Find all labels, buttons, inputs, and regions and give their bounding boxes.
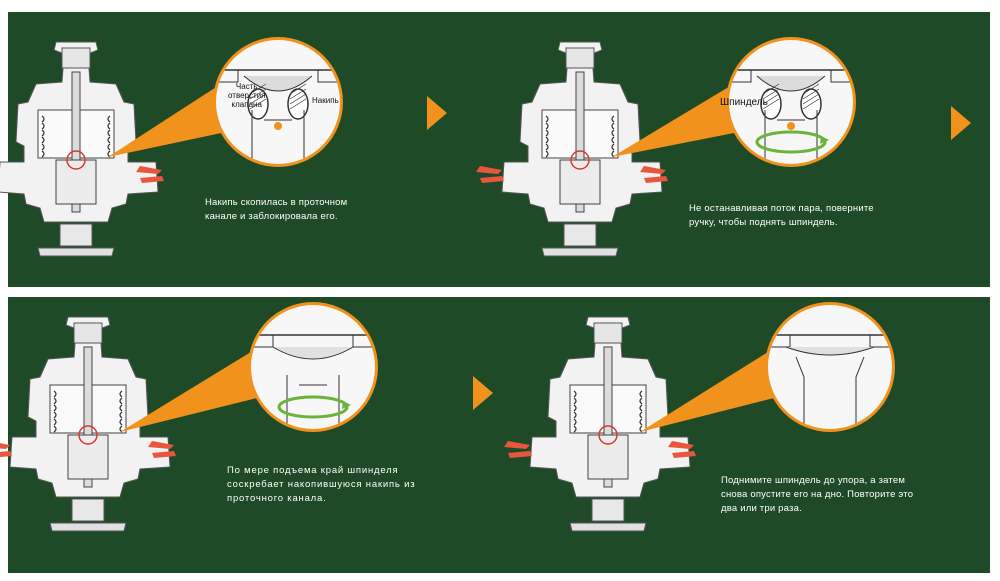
caption-line: два или три раза. bbox=[721, 503, 802, 514]
caption-line: Поднимите шпиндель до упора, а затем bbox=[721, 475, 906, 486]
caption-line: По мере подъема край шпинделя bbox=[227, 465, 399, 476]
flow-arrow-icon bbox=[480, 176, 504, 183]
spindle-label: Шпиндель bbox=[720, 97, 768, 108]
flow-arrow-icon bbox=[672, 451, 696, 458]
step-4: Поднимите шпиндель до упора, а затем сно… bbox=[504, 297, 968, 573]
flow-arrow-icon bbox=[668, 441, 694, 449]
flow-arrow-icon bbox=[140, 176, 164, 183]
step-2: Шпиндель Не останавливая поток пара, пов… bbox=[476, 12, 948, 287]
magnifier-callout-icon bbox=[612, 37, 856, 167]
flow-arrow-icon bbox=[152, 451, 176, 458]
flow-arrow-icon bbox=[644, 176, 668, 183]
orifice-label-line: клапана bbox=[231, 100, 262, 109]
flow-arrow-icon bbox=[640, 166, 666, 174]
orifice-label-line: Часть bbox=[235, 82, 258, 91]
valve-cutaway-icon bbox=[504, 316, 696, 532]
rotation-ring-icon bbox=[755, 130, 827, 154]
step-caption: По мере подъема край шпинделя соскребает… bbox=[227, 464, 415, 506]
valve-cutaway-icon bbox=[0, 41, 164, 257]
valve-cutaway-icon bbox=[0, 316, 176, 532]
orifice-label: Часть отверстия клапана bbox=[228, 82, 265, 109]
step-1: Часть отверстия клапана Накипь Накипь ск… bbox=[0, 12, 428, 287]
zoom-beam bbox=[120, 347, 261, 432]
caption-line: Не останавливая поток пара, поверните bbox=[689, 203, 874, 214]
zoom-beam bbox=[612, 82, 739, 157]
flow-arrow-icon bbox=[0, 451, 12, 458]
panel-top: Часть отверстия клапана Накипь Накипь ск… bbox=[0, 12, 990, 287]
triangle-right-icon bbox=[951, 106, 971, 140]
step-caption: Поднимите шпиндель до упора, а затем сно… bbox=[721, 474, 913, 516]
step-caption: Накипь скопилась в проточном канале и за… bbox=[205, 196, 347, 224]
step-caption: Не останавливая поток пара, поверните ру… bbox=[689, 202, 874, 230]
caption-line: снова опустите его на дно. Повторите это bbox=[721, 489, 914, 500]
flow-arrow-icon bbox=[504, 441, 530, 449]
flow-arrow-icon bbox=[136, 166, 162, 174]
caption-line: проточного канала. bbox=[227, 493, 327, 504]
caption-line: соскребает накопившуюся накипь из bbox=[227, 479, 416, 490]
caption-line: канале и заблокировала его. bbox=[205, 211, 338, 222]
flow-arrow-icon bbox=[508, 451, 532, 458]
orifice-label-line: отверстия bbox=[228, 91, 266, 100]
rotation-ring-icon bbox=[277, 395, 349, 419]
scale-label: Накипь bbox=[312, 96, 339, 105]
flow-arrow-icon bbox=[148, 441, 174, 449]
triangle-right-icon bbox=[427, 96, 447, 130]
flow-arrow-icon bbox=[0, 443, 10, 449]
caption-line: Накипь скопилась в проточном bbox=[205, 197, 348, 208]
zoom-beam bbox=[640, 347, 778, 432]
magnifier-callout-icon bbox=[120, 302, 378, 432]
valve-cutaway-icon bbox=[476, 41, 668, 257]
magnifier-callout-icon bbox=[108, 37, 343, 167]
panel-bottom: По мере подъема край шпинделя соскребает… bbox=[0, 297, 990, 573]
magnifier-callout-icon bbox=[640, 302, 895, 432]
triangle-right-icon bbox=[473, 376, 493, 410]
step-3: По мере подъема край шпинделя соскребает… bbox=[0, 297, 448, 573]
caption-line: ручку, чтобы поднять шпиндель. bbox=[689, 217, 838, 228]
zoom-beam bbox=[108, 82, 226, 157]
flow-arrow-icon bbox=[476, 166, 502, 174]
